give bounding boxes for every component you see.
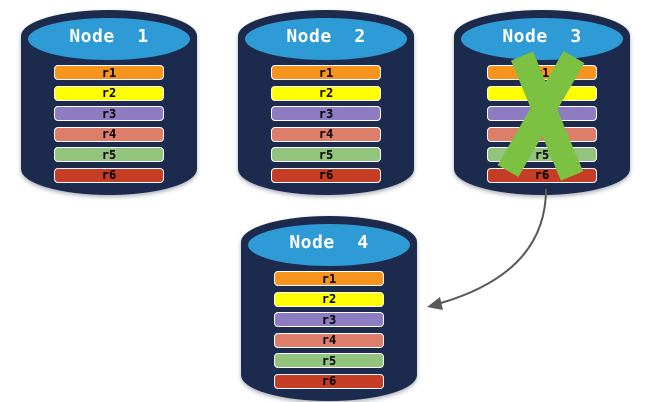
replica-row-list: r1 r2 r3 r4 r5 r6 [54, 65, 164, 183]
replica-row-r3: r3 [54, 106, 164, 121]
node-title: Node 3 [502, 26, 582, 47]
failover-arrowhead-icon [427, 297, 443, 310]
replica-row-r1: r1 [54, 65, 164, 80]
replica-row-r6: r6 [271, 167, 381, 183]
node-title: Node 2 [286, 26, 366, 47]
replica-row-r2: r2 [274, 291, 384, 307]
replica-row-r6: r6 [274, 373, 384, 389]
replica-row-r2: r2 [271, 85, 381, 101]
replica-row-list: r1 r2 r3 r4 r5 r6 [271, 65, 381, 183]
replica-row-r4: r4 [271, 126, 381, 142]
replica-row-r6: r6 [487, 167, 597, 183]
replica-row-r5: r5 [274, 353, 384, 368]
database-node-node-4: Node 4 r1 r2 r3 r4 r5 r6 [240, 212, 418, 402]
database-node-node-3: Node 3 r1 r2 r3 r4 r5 r6 [453, 6, 631, 196]
replica-row-r1: r1 [274, 271, 384, 286]
database-node-node-1: Node 1 r1 r2 r3 r4 r5 r6 [20, 6, 198, 196]
replica-row-r2: r2 [487, 85, 597, 101]
node-title: Node 4 [289, 232, 369, 253]
replica-row-r5: r5 [271, 147, 381, 162]
database-node-node-2: Node 2 r1 r2 r3 r4 r5 r6 [237, 6, 415, 196]
replica-row-r5: r5 [487, 147, 597, 162]
replica-row-r3: r3 [274, 312, 384, 327]
replica-row-r1: r1 [271, 65, 381, 80]
failover-arrow-shaft [440, 188, 547, 304]
replica-row-r6: r6 [54, 167, 164, 183]
node-title: Node 1 [69, 26, 149, 47]
replica-row-r1: r1 [487, 65, 597, 80]
replica-row-list: r1 r2 r3 r4 r5 r6 [274, 271, 384, 389]
replica-row-r4: r4 [54, 126, 164, 142]
replica-row-list: r1 r2 r3 r4 r5 r6 [487, 65, 597, 183]
replica-row-r4: r4 [274, 332, 384, 348]
replica-row-r2: r2 [54, 85, 164, 101]
replica-row-r4: r4 [487, 126, 597, 142]
replica-row-r3: r3 [271, 106, 381, 121]
replica-row-r5: r5 [54, 147, 164, 162]
replica-row-r3: r3 [487, 106, 597, 121]
